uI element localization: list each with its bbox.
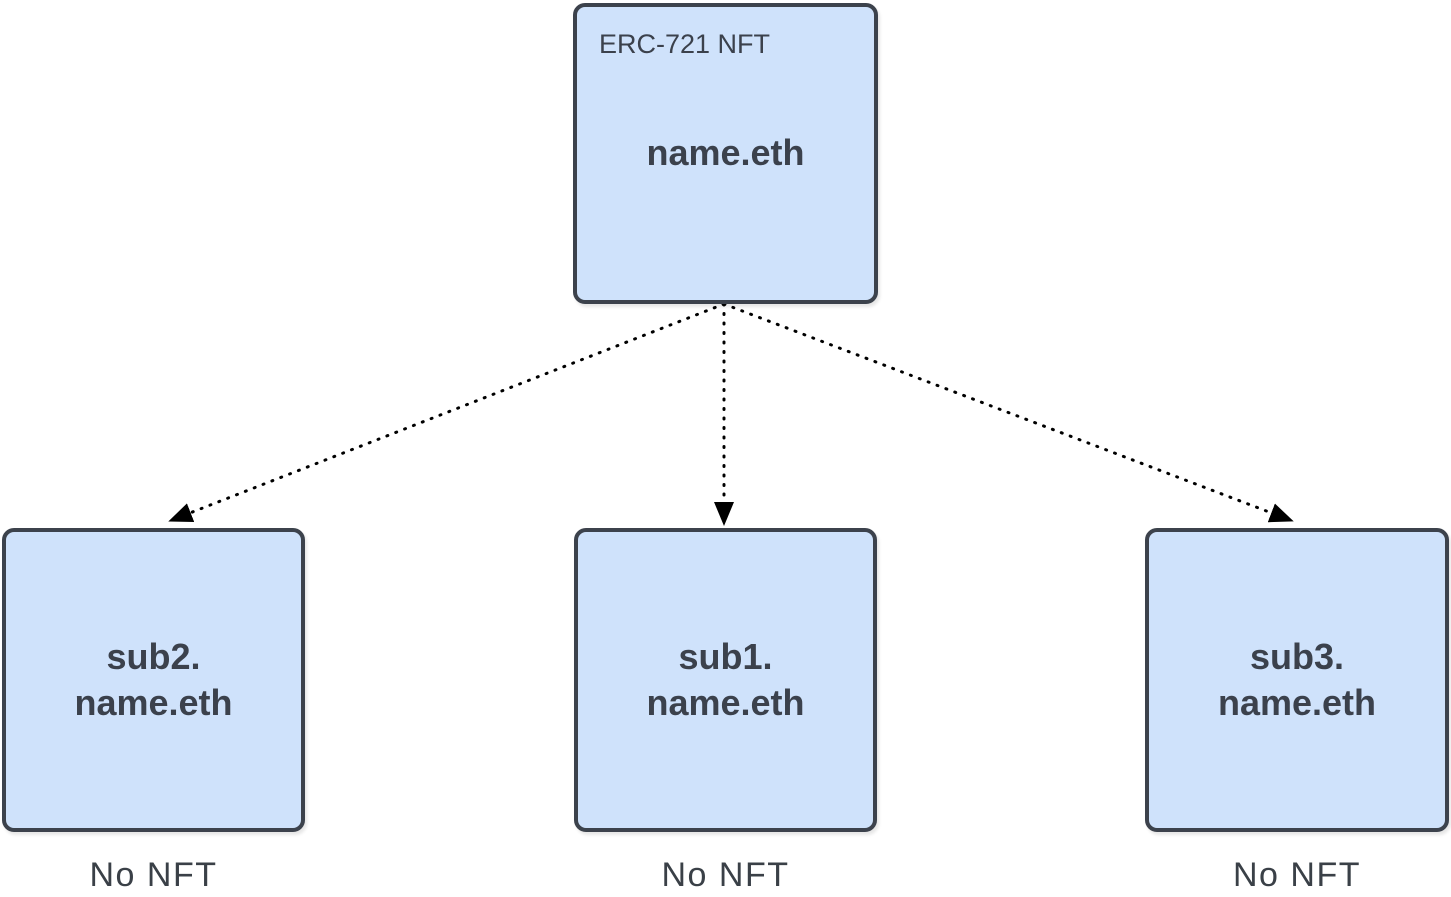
- node-type-label: ERC-721 NFT: [599, 29, 771, 59]
- node-name-line1: sub2.: [106, 635, 201, 677]
- node-name-label: sub1. name.eth: [646, 634, 804, 726]
- node-name-line2: name.eth: [1217, 682, 1377, 723]
- node-name-label: name.eth: [646, 132, 805, 174]
- node-name-line1: sub1.: [678, 635, 773, 677]
- node-name-line1: sub3.: [1249, 635, 1344, 677]
- node-sub3-name-eth: sub3. name.eth: [1145, 528, 1449, 832]
- caption-no-nft-sub1: No NFT: [661, 856, 790, 894]
- edge-root-to-sub2: [168, 302, 726, 523]
- node-sub2-name-eth: sub2. name.eth: [2, 528, 305, 832]
- node-sub1-name-eth: sub1. name.eth: [574, 528, 877, 832]
- node-name-label: sub2. name.eth: [74, 634, 232, 726]
- node-name-line2: name.eth: [74, 682, 233, 723]
- node-name-eth: ERC-721 NFT name.eth: [573, 3, 878, 304]
- node-name-label: sub3. name.eth: [1218, 634, 1376, 726]
- edge-root-to-sub3: [722, 302, 1294, 523]
- node-name-line2: name.eth: [646, 682, 805, 723]
- caption-no-nft-sub2: No NFT: [89, 856, 218, 894]
- caption-no-nft-sub3: No NFT: [1233, 856, 1361, 894]
